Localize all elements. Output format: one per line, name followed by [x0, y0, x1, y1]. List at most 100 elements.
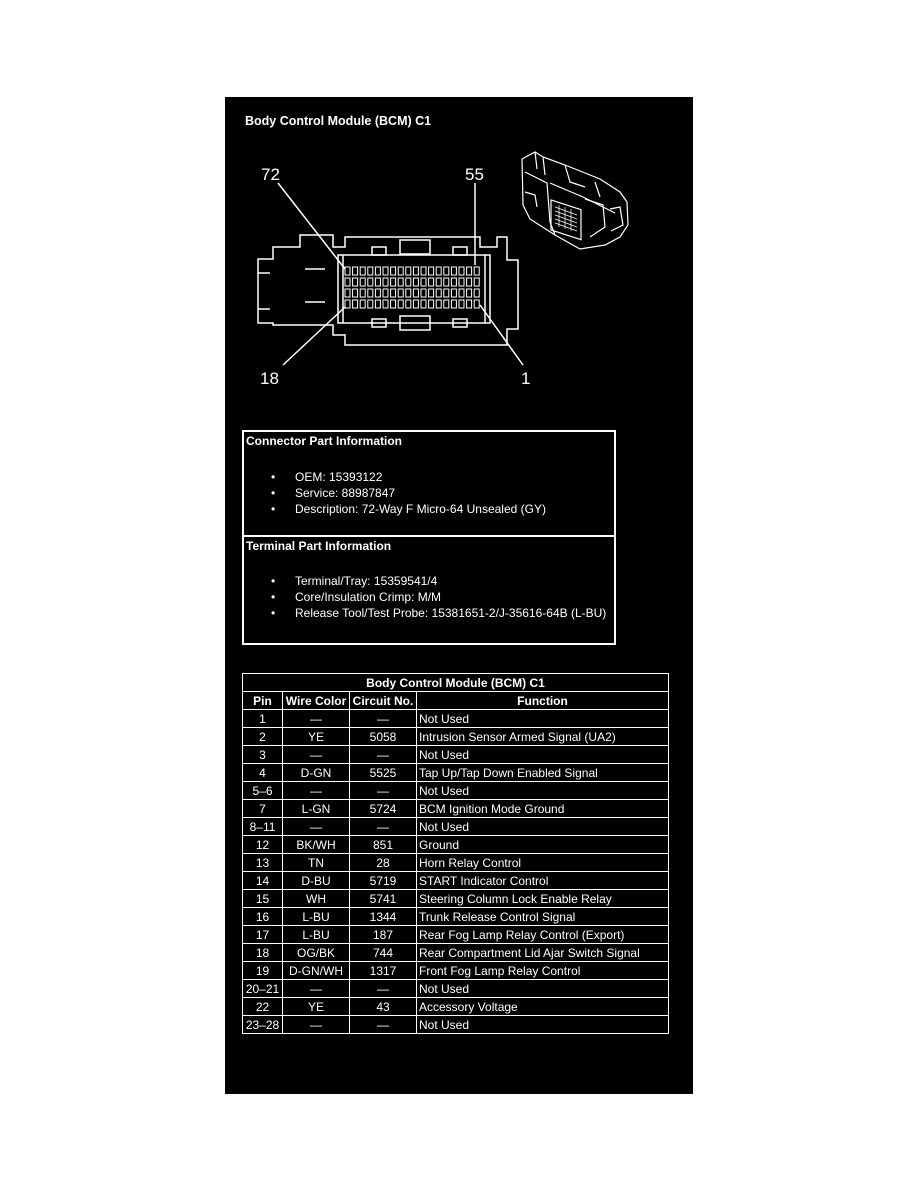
function-cell: START Indicator Control [416, 871, 669, 890]
terminal-cavity [443, 266, 450, 276]
connector-oem-number: OEM: 15393122 [295, 470, 383, 484]
terminal-cavity [420, 277, 427, 287]
terminal-cavity [367, 277, 374, 287]
terminal-cavity [450, 266, 457, 276]
terminal-cavity [344, 266, 351, 276]
circuit-number-cell: 5058 [349, 727, 417, 746]
terminal-cavity [405, 299, 412, 309]
function-cell: Ground [416, 835, 669, 854]
terminal-cavity [359, 266, 366, 276]
callout-leader-lines [277, 182, 524, 366]
bullet: • [271, 486, 276, 500]
terminal-cavity [428, 288, 435, 298]
pinout-table-caption: Body Control Module (BCM) C1 [242, 673, 669, 692]
function-cell: BCM Ignition Mode Ground [416, 799, 669, 818]
function-cell: Steering Column Lock Enable Relay [416, 889, 669, 908]
terminal-cavity [405, 277, 412, 287]
terminal-cavity [473, 277, 480, 287]
wire-color-cell: — [282, 709, 350, 728]
terminal-cavity [352, 299, 359, 309]
pin-cell: 5–6 [242, 781, 283, 800]
function-cell: Not Used [416, 817, 669, 836]
terminal-cavity [344, 288, 351, 298]
function-cell: Tap Up/Tap Down Enabled Signal [416, 763, 669, 782]
terminal-cavity [473, 288, 480, 298]
circuit-number-cell: 43 [349, 997, 417, 1016]
terminal-tray: Terminal/Tray: 15359541/4 [295, 574, 438, 588]
function-cell: Trunk Release Control Signal [416, 907, 669, 926]
terminal-cavity [359, 288, 366, 298]
wire-color-cell: L-BU [282, 907, 350, 926]
terminal-cavity [374, 299, 381, 309]
circuit-number-cell: 744 [349, 943, 417, 962]
circuit-number-cell: 5741 [349, 889, 417, 908]
terminal-cavity [420, 288, 427, 298]
terminal-info-item: •Release Tool/Test Probe: 15381651-2/J-3… [244, 605, 614, 621]
terminal-cavity [458, 288, 465, 298]
pin-cell: 16 [242, 907, 283, 926]
terminal-cavity [397, 266, 404, 276]
bullet: • [271, 606, 276, 620]
callout-pin-1: 1 [521, 369, 530, 388]
connector-info-heading: Connector Part Information [246, 434, 403, 448]
terminal-cavity [405, 266, 412, 276]
terminal-cavity [344, 299, 351, 309]
column-header-pin: Pin [242, 691, 283, 710]
terminal-cavity [390, 277, 397, 287]
bullet: • [271, 470, 276, 484]
terminal-cavity [412, 277, 419, 287]
callout-pin-55: 55 [465, 165, 484, 184]
function-cell: Not Used [416, 745, 669, 764]
pin-cell: 20–21 [242, 979, 283, 998]
bullet: • [271, 574, 276, 588]
column-header-wire-color: Wire Color [282, 691, 350, 710]
function-cell: Intrusion Sensor Armed Signal (UA2) [416, 727, 669, 746]
callout-pin-72: 72 [261, 165, 280, 184]
terminal-cavity [450, 299, 457, 309]
table-row: 23–28——Not Used [242, 1015, 669, 1034]
terminal-cavity [420, 266, 427, 276]
table-row: 20–21——Not Used [242, 979, 669, 998]
terminal-cavity [374, 266, 381, 276]
circuit-number-cell: 1317 [349, 961, 417, 980]
terminal-cavity [397, 277, 404, 287]
wire-color-cell: — [282, 817, 350, 836]
pin-cell: 4 [242, 763, 283, 782]
wire-color-cell: WH [282, 889, 350, 908]
function-cell: Not Used [416, 979, 669, 998]
connector-part-information: Connector Part Information • OEM: 1539312… [242, 430, 616, 537]
terminal-cavity [367, 266, 374, 276]
terminal-cavity [473, 266, 480, 276]
terminal-cavity [390, 299, 397, 309]
terminal-cavity [412, 288, 419, 298]
pin-cell: 13 [242, 853, 283, 872]
terminal-cavity [435, 299, 442, 309]
connector-face-drawing [257, 234, 519, 346]
isometric-cavity-hatch [554, 205, 578, 232]
function-cell: Accessory Voltage [416, 997, 669, 1016]
function-cell: Not Used [416, 709, 669, 728]
pin-cell: 3 [242, 745, 283, 764]
pinout-table: Body Control Module (BCM) C1 Pin Wire Co… [242, 673, 669, 1034]
terminal-cavity [412, 266, 419, 276]
terminal-cavity [390, 288, 397, 298]
terminal-cavity [466, 277, 473, 287]
terminal-cavity [412, 299, 419, 309]
pin-cell: 1 [242, 709, 283, 728]
terminal-cavity [428, 299, 435, 309]
pin-cell: 23–28 [242, 1015, 283, 1034]
wire-color-cell: — [282, 979, 350, 998]
wire-color-cell: — [282, 745, 350, 764]
pin-cell: 12 [242, 835, 283, 854]
terminal-cavity [367, 288, 374, 298]
circuit-number-cell: 1344 [349, 907, 417, 926]
pin-cell: 19 [242, 961, 283, 980]
connector-info-item: •Description: 72-Way F Micro-64 Unsealed… [244, 501, 614, 517]
